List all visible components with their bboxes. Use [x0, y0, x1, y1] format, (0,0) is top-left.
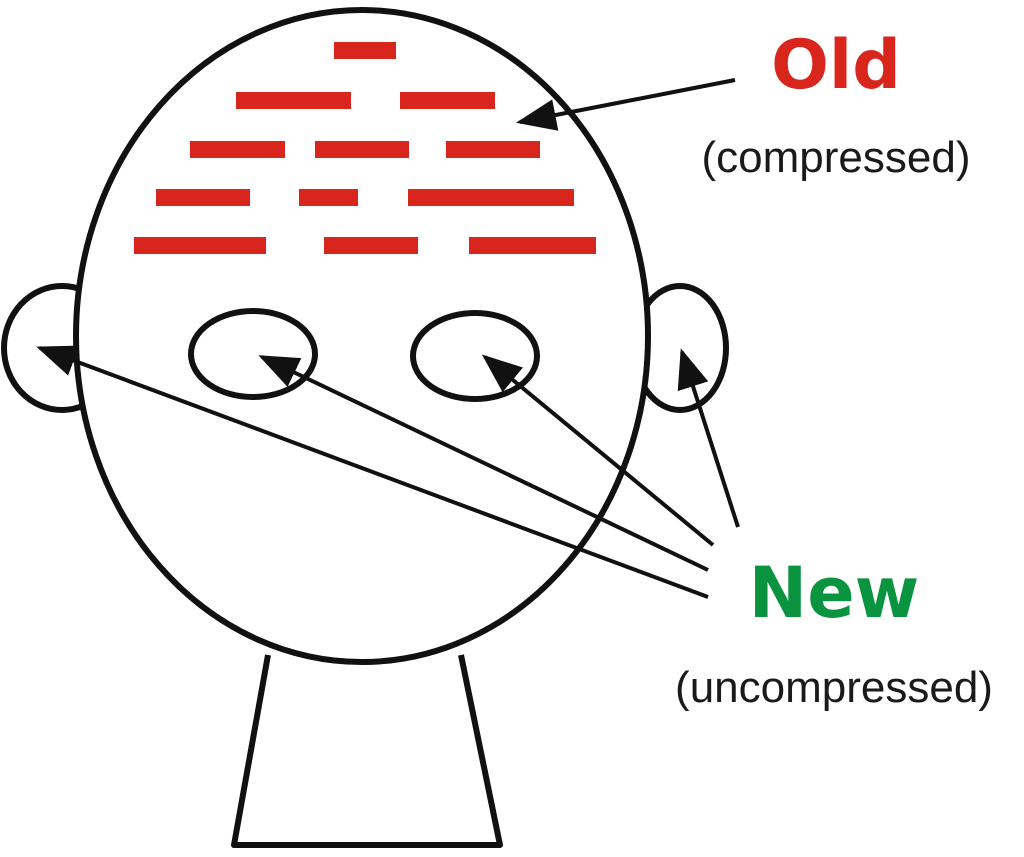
neck	[231, 654, 503, 848]
arrow-new-to-left-eye	[258, 355, 709, 572]
arrows	[36, 78, 740, 599]
head-outline	[73, 7, 651, 665]
arrow-new-to-left-ear	[36, 345, 709, 599]
memory-bar	[446, 141, 540, 158]
right-eye	[410, 310, 540, 402]
memory-bar	[236, 92, 351, 109]
memory-bar	[156, 189, 250, 206]
memory-bar	[400, 92, 495, 109]
memory-bar	[315, 141, 409, 158]
memory-bar	[324, 237, 418, 254]
compressed-memory-bars	[134, 42, 596, 254]
old-label: Old	[771, 26, 901, 105]
new-label: New	[749, 552, 920, 634]
left-eye	[188, 308, 318, 400]
arrow-new-to-right-ear	[677, 348, 740, 528]
memory-bar	[299, 189, 358, 206]
arrow-old-to-head	[516, 78, 736, 131]
memory-bar	[408, 189, 574, 206]
memory-bar	[469, 237, 596, 254]
memory-bar	[334, 42, 396, 59]
memory-bar	[134, 237, 266, 254]
memory-bar	[190, 141, 285, 158]
new-sublabel: (uncompressed)	[675, 663, 993, 712]
old-sublabel: (compressed)	[702, 133, 971, 182]
arrow-new-to-right-eye	[481, 354, 715, 547]
